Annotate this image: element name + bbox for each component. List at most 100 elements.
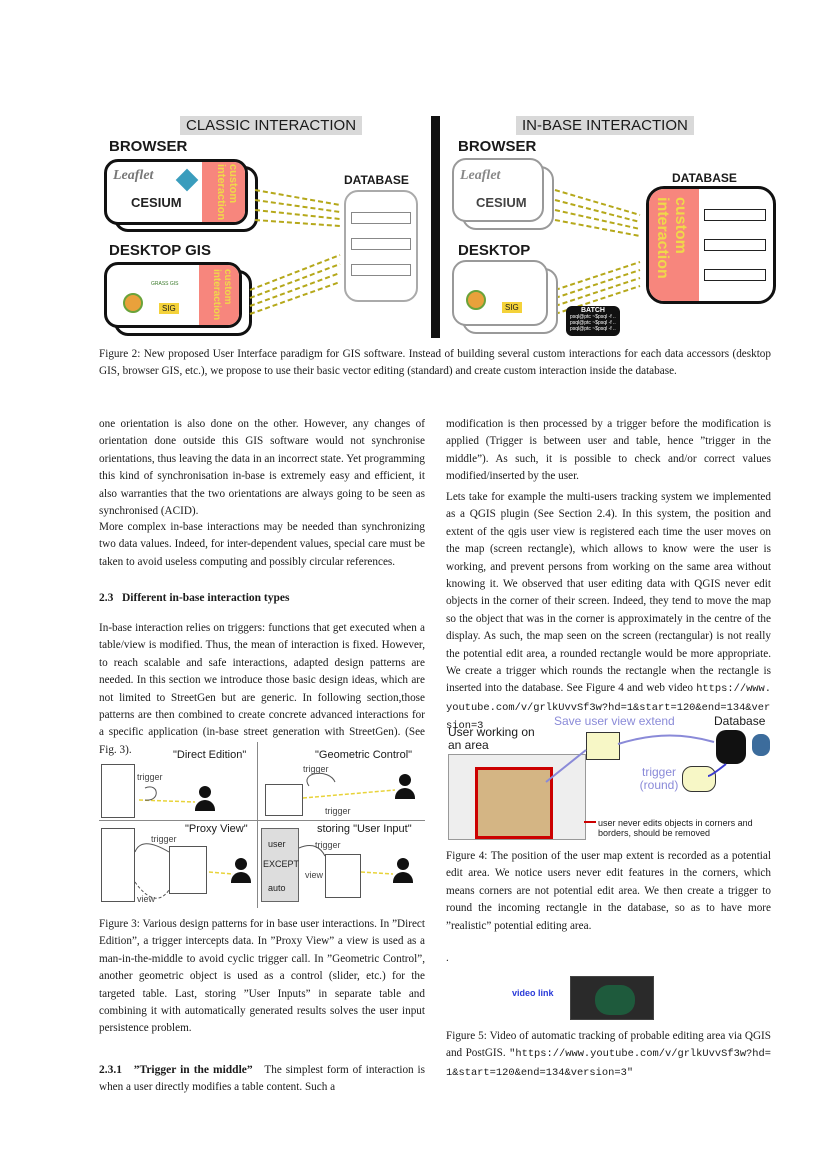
video-url-1[interactable]: https://www.youtube.com/v/grlkUvvSf3w?hd… (446, 683, 772, 733)
database-cylinder-right: custom interaction (646, 186, 776, 304)
video-thumbnail[interactable] (570, 976, 654, 1020)
user-icon-body (195, 800, 215, 811)
saved-rectangle (586, 732, 620, 760)
table-icon (325, 854, 361, 898)
user-icon-body (231, 872, 251, 883)
section-title: Different in-base interaction types (122, 592, 290, 604)
browser-label-right: BROWSER (458, 138, 537, 155)
batch-label: BATCH (581, 307, 605, 314)
qgis-logo-right (466, 290, 486, 310)
left-para-3: In-base interaction relies on triggers: … (99, 622, 425, 756)
database-label-left: DATABASE (344, 173, 409, 187)
trigger-label: trigger (315, 840, 341, 850)
leaflet-logo: Leaflet (113, 168, 154, 183)
geometric-control-label: "Geometric Control" (315, 749, 413, 761)
db-row (351, 264, 411, 276)
subsection-text: The simplest form of interaction is when… (99, 1064, 426, 1094)
figure-2-caption: Figure 2: New proposed User Interface pa… (99, 348, 771, 378)
qgis-logo (123, 293, 143, 313)
subsection-para: 2.3.1 ”Trigger in the middle” The simple… (99, 1062, 425, 1097)
cesium-logo: CESIUM (131, 195, 182, 210)
custom-interaction-panel-2 (199, 265, 239, 325)
trigger-round-label: trigger (round) (639, 765, 679, 792)
user-except-auto-block: user EXCEPT auto (261, 828, 299, 902)
view-label: view (137, 894, 156, 904)
divider (431, 116, 440, 338)
video-shape (595, 985, 635, 1015)
db-row (351, 238, 411, 250)
left-para-1: one orientation is also done on the othe… (99, 418, 425, 518)
fig3-h-divider (99, 820, 425, 821)
database-label-fig4: Database (714, 714, 766, 728)
fig4-arrows (545, 734, 727, 823)
postgres-icon (752, 734, 770, 756)
desktop-box-left: custom interaction SIG GRASS GIS (104, 262, 242, 328)
trigger-label: trigger (303, 764, 329, 774)
database-cylinder-left (344, 190, 418, 302)
left-para-2: More complex in-base interactions may be… (99, 521, 425, 568)
custom-interaction-db-panel (649, 189, 699, 301)
sig-logo: SIG (159, 303, 179, 314)
desktop-box-right: SIG (452, 260, 548, 326)
section-heading: 2.3 Different in-base interaction types (99, 592, 289, 604)
except-label: EXCEPT (263, 859, 300, 869)
batch-line: psql@ptc ~$psql -f ... (570, 326, 616, 332)
table-icon (101, 764, 135, 818)
db-row (704, 239, 766, 251)
db-row (351, 212, 411, 224)
figure-4: User working on an area Save user view e… (446, 712, 772, 840)
figure-3-caption: Figure 3: Various design patterns for in… (99, 918, 425, 1035)
view-icon (169, 846, 207, 894)
video-url-2[interactable]: "https://www.youtube.com/v/grlkUvvSf3w?h… (446, 1048, 771, 1079)
trigger-label: trigger (151, 834, 177, 844)
video-link[interactable]: video link (512, 988, 554, 998)
figure-5-caption: Figure 5: Video of automatic tracking of… (446, 1028, 771, 1082)
database-icon (716, 730, 746, 764)
custom-interaction-db-text: custom interaction (654, 197, 689, 279)
user-icon (399, 774, 411, 786)
db-row (704, 209, 766, 221)
grass-logo: GRASS GIS (151, 281, 179, 287)
auto-label: auto (268, 883, 286, 893)
right-para-1: modification is then processed by a trig… (446, 418, 771, 483)
batch-terminal: BATCH psql@ptc ~$psql -f ... psql@ptc ~$… (566, 306, 620, 336)
figure-3: "Direct Edition" "Geometric Control" "Pr… (99, 742, 425, 908)
cesium-logo-right: CESIUM (476, 195, 527, 210)
figure-5-text: Figure 5: Video of automatic tracking of… (446, 1030, 771, 1060)
proxy-view-label: "Proxy View" (185, 823, 248, 835)
custom-interaction-text: custom interaction (215, 164, 239, 221)
user-icon (235, 858, 247, 870)
figure-4-caption: Figure 4: The position of the user map e… (446, 850, 771, 932)
browser-label-left: BROWSER (109, 138, 188, 155)
storing-user-input-label: storing "User Input" (317, 823, 412, 835)
stray-dot: . (446, 952, 449, 964)
section-number: 2.3 (99, 592, 114, 604)
trigger-label: trigger (137, 772, 163, 782)
user-icon-body (395, 788, 415, 799)
custom-interaction-text-2: custom interaction (211, 269, 233, 321)
batch-line: psql@ptc ~$psql -f ... (570, 320, 616, 326)
leaflet-logo-right: Leaflet (460, 168, 501, 183)
corners-note: user never edits objects in corners and … (598, 818, 753, 838)
desktop-label: DESKTOP (458, 242, 531, 259)
direct-edition-label: "Direct Edition" (173, 749, 247, 761)
inbase-interaction-title: IN-BASE INTERACTION (516, 116, 694, 135)
fig3-v-divider (257, 742, 258, 908)
db-row (704, 269, 766, 281)
right-para-2-text: Lets take for example the multi-users tr… (446, 491, 771, 695)
save-view-label: Save user view extend (554, 714, 675, 728)
batch-line: psql@ptc ~$psql -f ... (570, 314, 616, 320)
right-para-2: Lets take for example the multi-users tr… (446, 489, 771, 736)
subsection-title: ”Trigger in the middle” (133, 1064, 253, 1076)
user-icon (199, 786, 211, 798)
browser-box-left: custom interaction Leaflet CESIUM (104, 159, 248, 225)
database-label-right: DATABASE (672, 171, 737, 185)
user-icon (397, 858, 409, 870)
user-icon-body (393, 872, 413, 883)
map-area (475, 767, 553, 839)
subsection-number: 2.3.1 (99, 1064, 122, 1076)
sig-logo-right: SIG (502, 302, 522, 313)
view-label: view (305, 870, 324, 880)
user-working-label: User working on an area (448, 725, 535, 752)
